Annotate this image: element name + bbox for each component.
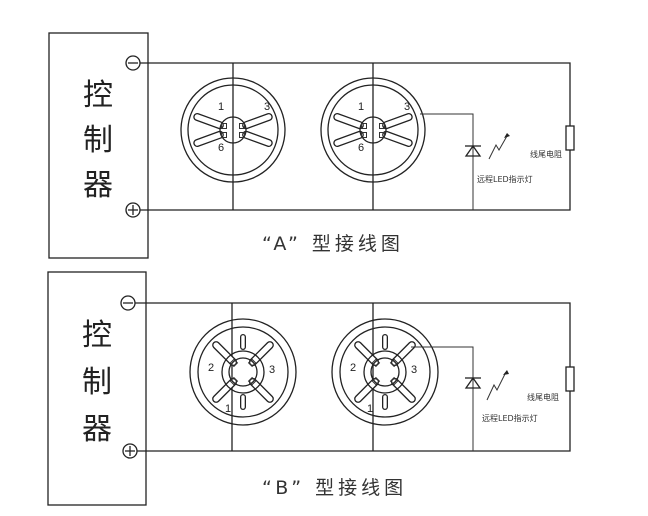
terminal-label: 1	[358, 101, 364, 113]
led-label: 远程LED指示灯	[482, 413, 538, 423]
terminal-label: 3	[264, 101, 270, 113]
controller-char: 控	[83, 78, 113, 113]
controller-char: 器	[82, 412, 112, 447]
resistor-icon	[565, 125, 575, 151]
negative-wire	[135, 302, 571, 367]
led-label: 远程LED指示灯	[477, 174, 533, 184]
terminal-label: 6	[358, 142, 364, 154]
detector-a-2: 1 3 6	[320, 77, 426, 183]
positive-wire	[137, 391, 571, 452]
terminal-label: 3	[404, 101, 410, 113]
terminal-label: 6	[218, 142, 224, 154]
resistor-icon	[565, 366, 575, 392]
negative-wire	[140, 62, 571, 126]
resistor-label: 线尾电阻	[530, 149, 562, 159]
controller-char: 制	[82, 365, 112, 400]
detector-b-1: 2 3 1	[189, 318, 297, 426]
terminal-label: 2	[208, 362, 214, 374]
terminal-label: 1	[225, 403, 231, 415]
led-diode-icon	[464, 370, 509, 401]
resistor-label: 线尾电阻	[527, 392, 559, 402]
diagram-b: 控 制 器 2 3 1 2 3 1 线尾电阻 远程LED指示灯 “B” 型接线图	[47, 271, 575, 506]
terminal-label: 3	[411, 364, 417, 376]
diagram-b-title: “B” 型接线图	[262, 477, 407, 499]
detector-a-1: 1 3 6	[180, 77, 286, 183]
terminal-label: 2	[350, 362, 356, 374]
terminal-label: 1	[218, 101, 224, 113]
diagram-a: 控 制 器 1 3 6 1 3 6 线尾电阻 远程LED指示灯 “A” 型接线图	[48, 32, 575, 259]
controller-box	[48, 32, 149, 259]
controller-char: 器	[83, 168, 113, 203]
controller-box	[47, 271, 147, 506]
controller-char: 控	[82, 318, 112, 353]
diagram-a-title: “A” 型接线图	[262, 233, 404, 255]
positive-wire	[140, 150, 571, 211]
led-diode-icon	[464, 133, 510, 160]
detector-b-2: 2 3 1	[331, 318, 439, 426]
terminal-label: 3	[269, 364, 275, 376]
controller-char: 制	[83, 123, 113, 158]
terminal-label: 1	[367, 403, 373, 415]
